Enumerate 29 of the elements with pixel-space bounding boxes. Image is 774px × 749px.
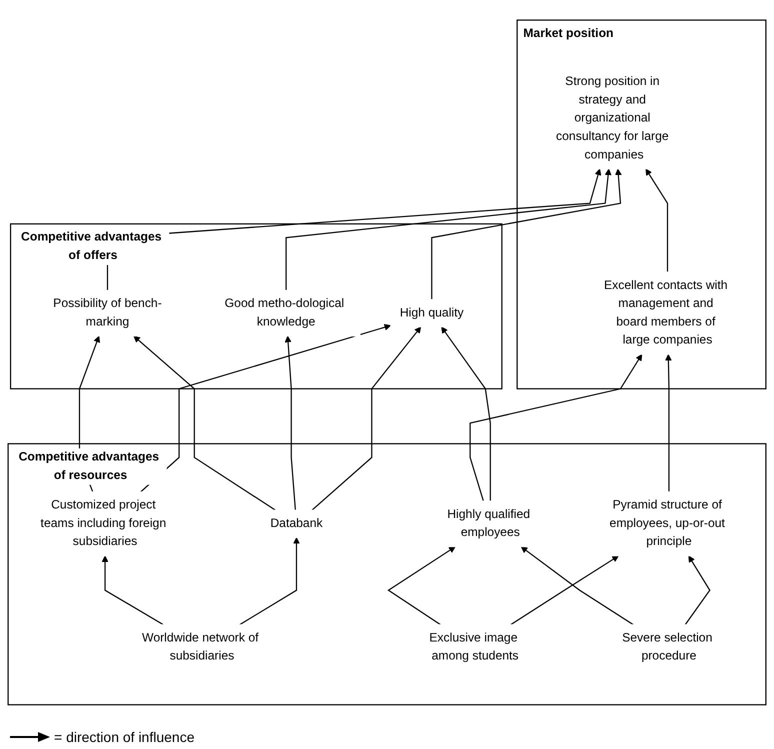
- arrow: [134, 336, 276, 511]
- arrow: [286, 168, 612, 290]
- node-text: Customized project teams including foreign subsidiaries: [40, 498, 166, 548]
- node-text: Exclusive image among students: [429, 632, 519, 663]
- arrow: [387, 546, 456, 626]
- node-text: Excellent contacts with management and board members of large companies: [604, 278, 728, 347]
- node-text: Strong position in strategy and organizational consultancy for large companies: [556, 75, 669, 162]
- node-text: Databank: [270, 517, 323, 530]
- node-text: Severe selection procedure: [622, 632, 712, 663]
- arrow: [684, 556, 710, 625]
- arrow: [665, 354, 672, 492]
- node-text: Pyramid structure of employees, up-or-out principle: [610, 498, 725, 548]
- arrow: [102, 556, 164, 626]
- arrow: [431, 168, 622, 300]
- arrow: [470, 354, 642, 502]
- arrow: [284, 336, 296, 510]
- node-text: High quality: [400, 306, 464, 320]
- arrow: [510, 556, 619, 626]
- node-text: Highly qualified employees: [447, 508, 530, 540]
- node-text: Worldwide network of subsidiaries: [142, 632, 259, 663]
- node-text: Possibility of bench-marking: [53, 297, 162, 329]
- node-text: Good metho-dological knowledge: [224, 297, 344, 329]
- legend-text: = direction of influence: [54, 729, 194, 745]
- arrow: [520, 546, 634, 626]
- arrow: [239, 537, 300, 626]
- arrow: [441, 326, 491, 502]
- arrow: [312, 326, 422, 511]
- arrow: [646, 168, 668, 272]
- arrow: [140, 324, 391, 492]
